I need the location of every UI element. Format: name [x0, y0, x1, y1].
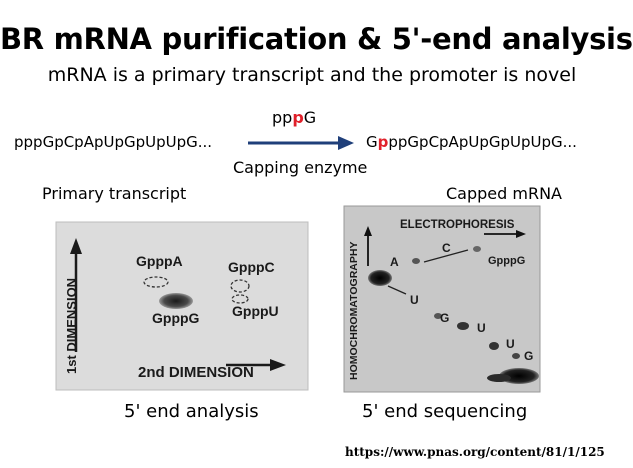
- caption-five-prime-analysis: 5' end analysis: [124, 401, 259, 422]
- spot-u-2: [457, 322, 469, 330]
- spot-label-gpppa: GpppA: [136, 253, 183, 269]
- spot-gpppa: [143, 276, 169, 288]
- label-u-2: U: [477, 321, 486, 335]
- product-sequence: GpppGpCpApUpGpUpUpG...: [366, 133, 577, 151]
- reaction-arrow-icon: [248, 136, 354, 150]
- spot-g-1: [434, 313, 442, 319]
- reagent-red-p: p: [292, 108, 304, 127]
- spot-g-2: [512, 353, 520, 359]
- label-g-2: G: [524, 349, 533, 363]
- label-c: C: [442, 241, 451, 255]
- product-prefix: G: [366, 133, 378, 151]
- spot-a: [368, 270, 392, 286]
- reagent-pppg: pppG: [272, 108, 316, 127]
- capped-mrna-label: Capped mRNA: [446, 184, 562, 203]
- enzyme-label: Capping enzyme: [233, 158, 368, 177]
- spot-label-gpppu: GpppU: [232, 303, 279, 319]
- reagent-suffix: G: [303, 108, 317, 127]
- spot-label-gpppg: GpppG: [152, 310, 200, 326]
- y-axis-label: 1st DIMENSION: [64, 278, 79, 374]
- homochromatography-label: HOMOCHROMATOGRAPHY: [348, 242, 360, 380]
- source-url[interactable]: https://www.pnas.org/content/81/1/125: [345, 445, 605, 459]
- label-a: A: [390, 255, 399, 269]
- two-dimension-chromatogram: 1st DIMENSION 2nd DIMENSION GpppA GpppC …: [55, 221, 309, 391]
- label-gpppg: GpppG: [488, 255, 525, 267]
- spot-u-3: [489, 342, 499, 350]
- label-u-1: U: [410, 293, 419, 307]
- label-g-1: G: [440, 311, 449, 325]
- spot-c: [412, 258, 420, 264]
- product-red-p: p: [377, 133, 389, 151]
- spot-label-gpppc: GpppC: [228, 259, 275, 275]
- substrate-sequence: pppGpCpApUpGpUpUpG...: [14, 133, 213, 151]
- slide-title: BR mRNA purification & 5'-end analysis: [0, 22, 633, 56]
- spot-gpppg: [473, 246, 481, 252]
- spot-gpppg: [159, 293, 193, 309]
- primary-transcript-label: Primary transcript: [42, 184, 187, 203]
- electrophoresis-label: ELECTROPHORESIS: [400, 219, 515, 231]
- caption-five-prime-sequencing: 5' end sequencing: [362, 401, 528, 422]
- spot-gpppu: [231, 294, 249, 304]
- reagent-prefix: pp: [272, 108, 293, 127]
- label-u-3: U: [506, 337, 515, 351]
- spot-gpppc: [230, 279, 250, 293]
- sequencing-fingerprint: ELECTROPHORESIS HOMOCHROMATOGRAPHY A C G…: [343, 205, 541, 393]
- x-axis-label: 2nd DIMENSION: [138, 364, 254, 381]
- slide-subtitle: mRNA is a primary transcript and the pro…: [47, 64, 577, 86]
- product-suffix: ppGpCpApUpGpUpUpG...: [388, 133, 577, 151]
- fingerprint-background: [344, 206, 540, 392]
